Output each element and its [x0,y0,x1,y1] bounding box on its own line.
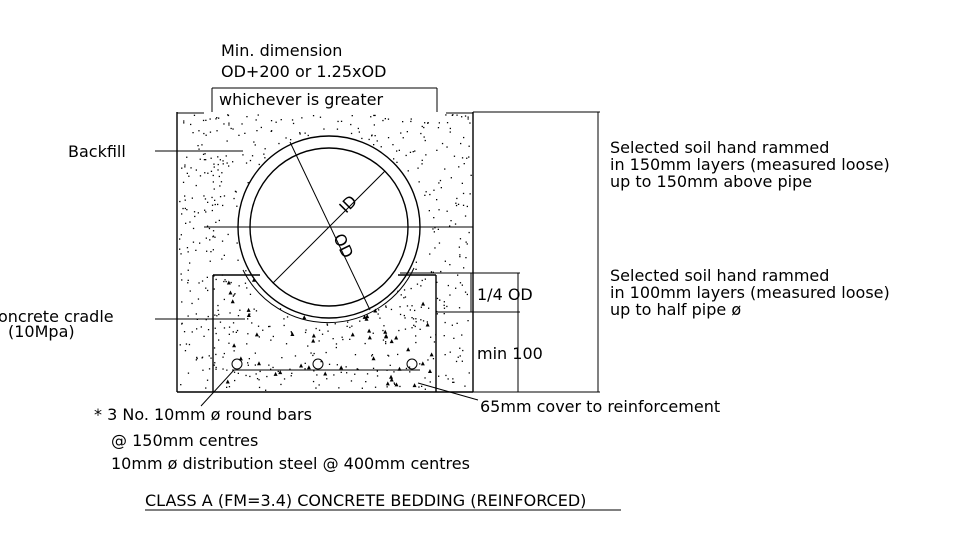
svg-text:* 3 No. 10mm ø round bar: * 3 No. 10mm ø round bars [94,405,312,424]
bars-callout: * 3 No. 10mm ø round bars @ 150mm centre… [94,369,470,473]
drawing-title: CLASS A (FM=3.4) CONCRETE BEDDING (REINF… [145,491,621,511]
od-label: OD [329,230,357,261]
rebar-centre [312,358,324,370]
svg-text:1/4 OD: 1/4 OD [477,285,533,304]
min-dimension-callout: Min. dimension OD+200 or 1.25xOD whichev… [211,41,438,112]
concrete-aggregate [225,277,434,388]
pipe-bedding-arc [242,267,415,324]
upper-backfill-note: Selected soil hand rammed in 150mm layer… [610,138,890,191]
svg-text:@ 150mm centres: @ 150mm centres [111,431,258,450]
svg-text:CLASS A (FM=3.4) CONCRETE: CLASS A (FM=3.4) CONCRETE BEDDING (REINF… [145,491,586,510]
rebar-left [231,358,243,370]
svg-text:min 100: min 100 [477,344,543,363]
svg-text:whichever is greater: whichever is greater [219,90,383,109]
backfill-callout: Backfill [68,142,243,161]
cover-callout: 65mm cover to reinforcement [417,382,720,416]
svg-text:Selected soil hand rammed: Selected soil hand rammed [610,266,829,285]
id-label: ID [335,191,360,216]
id-dimension-line [272,170,386,284]
od-dimension-line [289,141,371,311]
lower-backfill-note: Selected soil hand rammed in 100mm layer… [610,266,890,319]
cradle-callout: oncrete cradle (10Mpa) [0,307,245,341]
svg-text:Backfill: Backfill [68,142,126,161]
svg-text:up to 150mm above pipe: up to 150mm above pipe [610,172,812,191]
svg-text:up to half pipe ø: up to half pipe ø [610,300,741,319]
svg-text:in 150mm layers (measured: in 150mm layers (measured loose) [610,155,890,174]
rebar-right [406,358,418,370]
right-dimensions: 1/4 OD min 100 [400,111,600,393]
svg-text:in 100mm layers (measured: in 100mm layers (measured loose) [610,283,890,302]
svg-text:10mm ø distribution steel: 10mm ø distribution steel @ 400mm centre… [111,454,470,473]
svg-text:Min. dimension: Min. dimension [221,41,342,60]
trench-outline [176,112,474,393]
svg-text:Selected soil hand rammed: Selected soil hand rammed [610,138,829,157]
svg-text:OD+200 or 1.25xOD: OD+200 or 1.25xOD [221,62,386,81]
svg-text:oncrete cradle: oncrete cradle [0,307,114,326]
svg-text:65mm cover to reinforcement: 65mm cover to reinforcement [480,397,720,416]
backfill-stipple [179,114,472,391]
svg-text:(10Mpa): (10Mpa) [8,322,75,341]
reinforcement [231,358,420,371]
